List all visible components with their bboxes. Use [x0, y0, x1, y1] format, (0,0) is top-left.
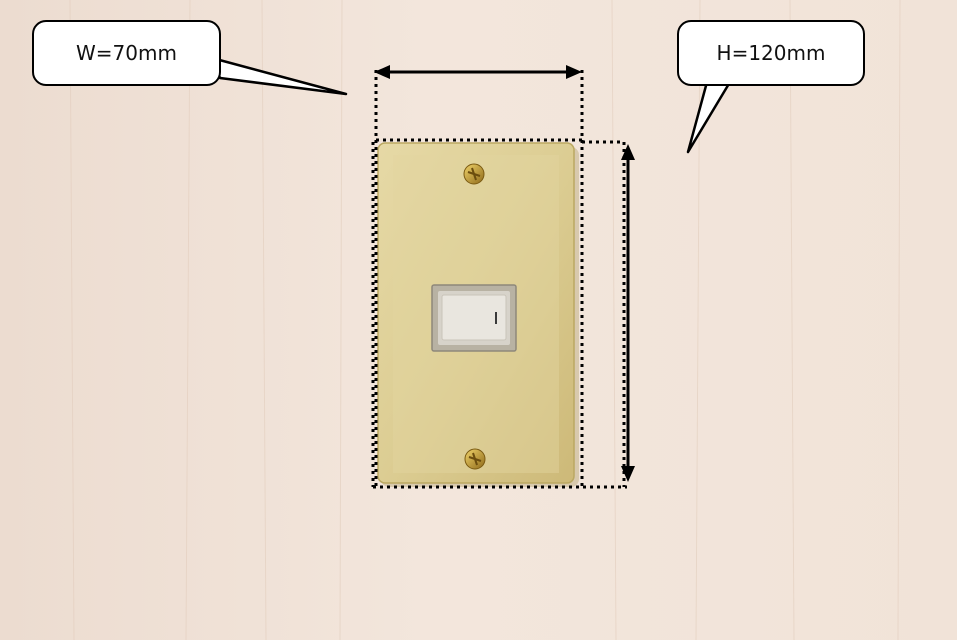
- top-screw-icon: [463, 163, 485, 185]
- width-callout: W=70mm: [32, 20, 221, 86]
- height-measurement: [371, 140, 627, 489]
- switch-plate: [377, 142, 579, 487]
- wood-grain: [69, 0, 901, 640]
- width-label: W=70mm: [76, 41, 177, 65]
- height-label: H=120mm: [716, 41, 826, 65]
- height-callout: H=120mm: [677, 20, 865, 86]
- height-arrow-icon: [621, 144, 635, 482]
- switch-toggle: [441, 294, 507, 341]
- rocker-switch: [431, 284, 517, 352]
- width-arrow-icon: [374, 65, 582, 79]
- bottom-screw-icon: [464, 448, 486, 470]
